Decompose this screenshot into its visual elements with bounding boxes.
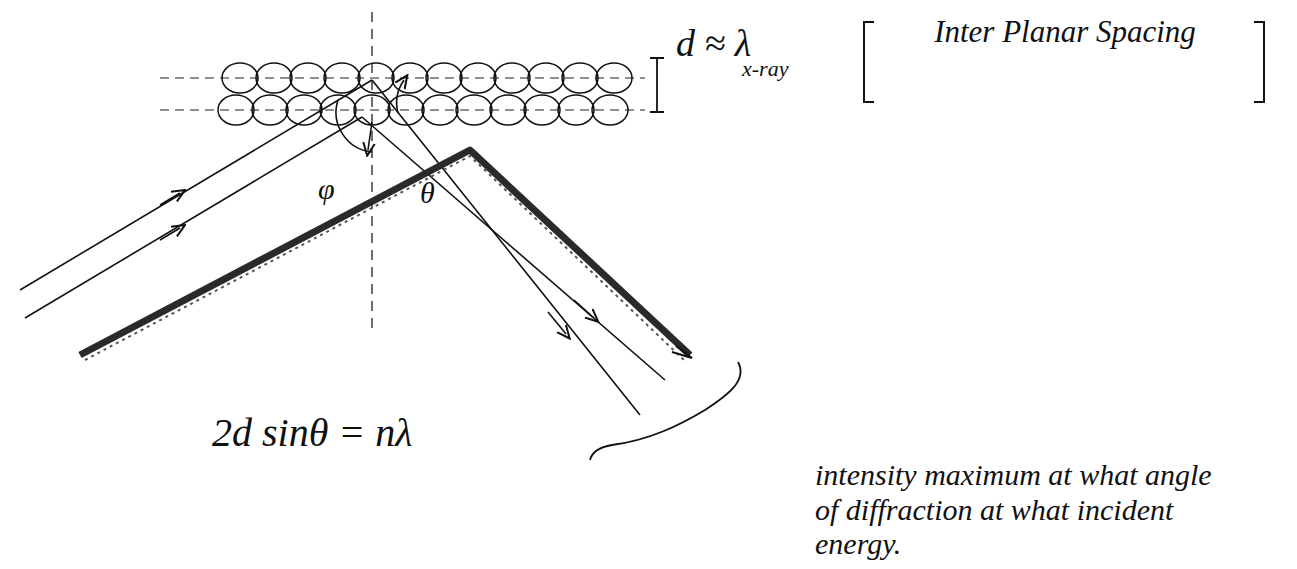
annotation-note: intensity maximum at what angle of diffr… xyxy=(815,458,1235,562)
atom xyxy=(358,63,394,93)
atom xyxy=(596,63,632,93)
angle-arc xyxy=(336,100,372,152)
atom xyxy=(222,63,258,93)
angle-label: φ xyxy=(318,172,335,207)
atom xyxy=(426,63,462,93)
angle-label: θ xyxy=(420,176,435,211)
atom xyxy=(524,95,560,125)
atom xyxy=(324,63,360,93)
shaded-ray xyxy=(85,156,684,360)
atom xyxy=(558,95,594,125)
atom xyxy=(388,95,424,125)
atom xyxy=(252,95,288,125)
shaded-ray xyxy=(80,150,690,355)
atom xyxy=(256,63,292,93)
bracket xyxy=(1254,22,1264,102)
atom xyxy=(218,95,254,125)
bragg-equation: 2d sinθ = nλ xyxy=(212,410,413,456)
atom xyxy=(490,95,526,125)
subscript: x-ray xyxy=(742,56,788,81)
atom xyxy=(460,63,496,93)
atom xyxy=(422,95,458,125)
atom xyxy=(456,95,492,125)
incident-ray xyxy=(25,117,362,318)
bracket xyxy=(864,22,874,102)
leader-line xyxy=(590,362,741,460)
ray-arrow xyxy=(160,193,180,205)
spacing-formula: d ≈ λ xyxy=(676,22,751,66)
reflected-ray xyxy=(372,80,640,415)
atom xyxy=(290,63,326,93)
atom xyxy=(392,63,428,93)
spacing-marker xyxy=(650,58,664,112)
angle-arc xyxy=(397,80,404,113)
atom xyxy=(592,95,628,125)
ray-arrow xyxy=(160,228,180,240)
incident-ray xyxy=(20,80,372,290)
ray-arrow xyxy=(548,312,566,334)
angle-arrow xyxy=(368,122,372,150)
lattice-plane xyxy=(160,77,645,78)
reflected-ray xyxy=(362,117,665,380)
atom xyxy=(494,63,530,93)
atom xyxy=(562,63,598,93)
crystal-lattice xyxy=(160,63,645,125)
lattice-plane xyxy=(160,109,645,110)
spacing-note: Inter Planar Spacing xyxy=(900,14,1230,50)
normal-line xyxy=(371,12,372,335)
atom xyxy=(528,63,564,93)
ray-arrow xyxy=(574,300,594,318)
ray-arrow xyxy=(672,346,692,358)
